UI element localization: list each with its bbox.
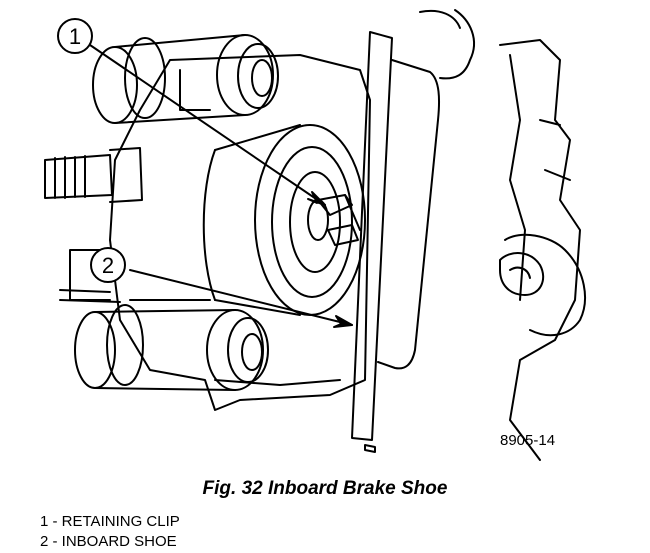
callout-1-number: 1 xyxy=(69,24,81,49)
figure-caption: Fig. 32 Inboard Brake Shoe xyxy=(202,478,448,499)
legend-item-inboard-shoe: 2 - INBOARD SHOE xyxy=(40,533,177,550)
inboard-shoe xyxy=(351,31,440,453)
callout-1: 1 xyxy=(57,18,93,54)
steering-knuckle xyxy=(499,39,581,461)
caliper-body xyxy=(59,54,371,411)
figure-code: 8905-14 xyxy=(500,432,555,449)
callout-2-leader xyxy=(129,269,353,326)
guide-pin-boot-upper xyxy=(92,34,279,124)
callout-2-arrowhead xyxy=(333,315,353,328)
brake-caliper-illustration: 1 2 8905-14 xyxy=(44,9,586,461)
callout-1-leader xyxy=(89,44,326,206)
callout-1-arrowhead xyxy=(307,191,326,206)
guide-pin-boot-lower xyxy=(74,304,269,391)
brake-line-fitting xyxy=(44,147,143,203)
legend-item-retaining-clip: 1 - RETAINING CLIP xyxy=(40,513,180,530)
callout-2: 2 xyxy=(90,247,126,283)
hand-illustration xyxy=(419,9,586,337)
legend: 1 - RETAINING CLIP 2 - INBOARD SHOE xyxy=(40,512,180,552)
piston-housing xyxy=(202,124,366,316)
callout-2-number: 2 xyxy=(102,253,114,278)
retaining-clip xyxy=(317,194,361,246)
